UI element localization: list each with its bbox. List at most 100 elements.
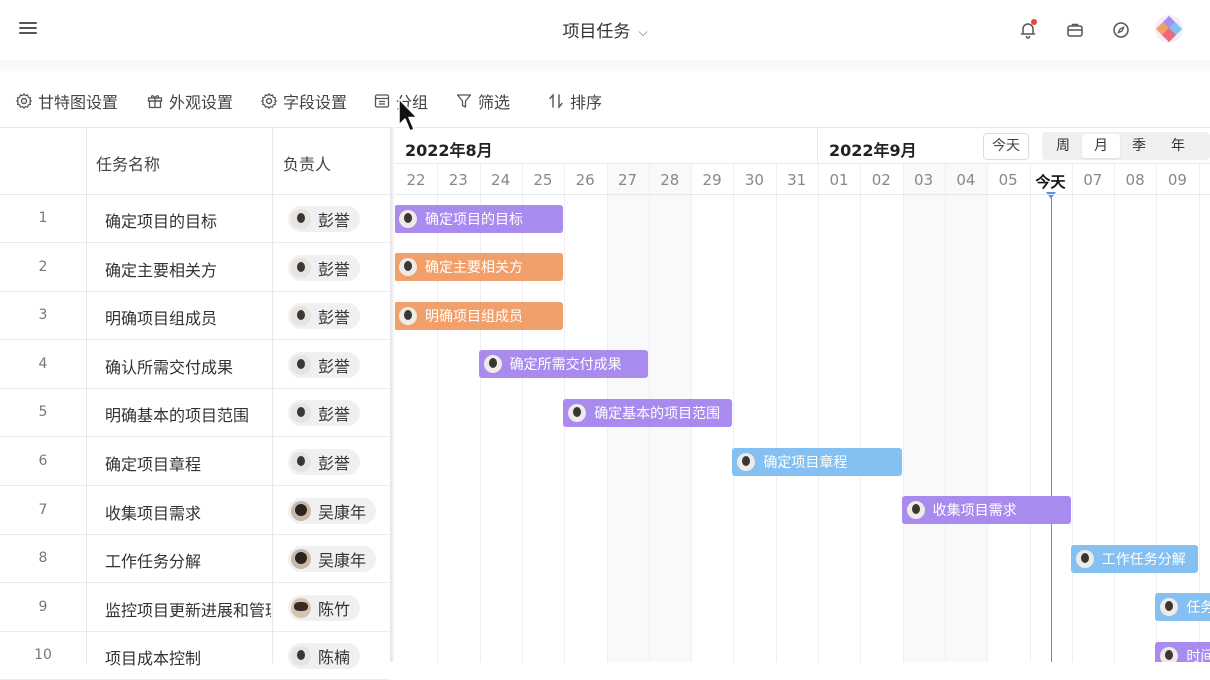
owner-tag[interactable]: 彭誉 xyxy=(288,351,361,378)
sort-button[interactable]: 排序 xyxy=(547,89,602,113)
owner-tag[interactable]: 彭誉 xyxy=(288,303,361,330)
day-gridline xyxy=(902,163,904,662)
briefcase-icon[interactable] xyxy=(1064,19,1086,41)
owner-tag[interactable]: 彭誉 xyxy=(288,254,361,281)
task-name[interactable]: 确定项目章程 xyxy=(105,455,202,474)
today-button[interactable]: 今天 xyxy=(983,133,1029,160)
task-name[interactable]: 明确基本的项目范围 xyxy=(105,406,250,426)
task-name[interactable]: 收集项目需求 xyxy=(105,503,202,523)
day-gridline xyxy=(1029,163,1031,662)
day-gridline xyxy=(818,163,819,662)
avatar xyxy=(291,646,311,667)
owner-header[interactable]: 负责人 xyxy=(272,128,390,195)
gantt-task-bar[interactable]: 确定主要相关方 xyxy=(395,253,564,282)
owner-name: 吴康年 xyxy=(318,551,367,571)
compass-icon[interactable] xyxy=(1110,19,1132,41)
avatar xyxy=(291,257,311,278)
row-number-header xyxy=(0,128,86,195)
gantt-task-bar[interactable]: 收集项目需求 xyxy=(901,496,1071,525)
weekend-column xyxy=(944,163,988,662)
day-label: 09 xyxy=(1167,171,1187,189)
appearance-settings-label: 外观设置 xyxy=(169,93,234,112)
gantt-bar-label: 收集项目需求 xyxy=(932,503,1017,520)
owner-name: 彭誉 xyxy=(318,308,351,328)
task-name-header[interactable]: 任务名称 xyxy=(86,128,272,195)
gantt-task-bar[interactable]: 确定基本的项目范围 xyxy=(563,398,733,427)
day-label: 30 xyxy=(744,171,764,189)
menu-icon[interactable] xyxy=(19,22,37,36)
day-label: 29 xyxy=(702,171,722,189)
owner-tag[interactable]: 彭誉 xyxy=(288,206,361,232)
avatar xyxy=(399,306,417,325)
task-name[interactable]: 项目成本控制 xyxy=(105,649,202,669)
gift-box-icon xyxy=(147,95,163,109)
gantt-task-bar[interactable]: 确定项目的目标 xyxy=(395,204,564,233)
gantt-task-bar[interactable]: 明确项目组成员 xyxy=(395,301,564,330)
gantt-task-bar[interactable]: 时间 xyxy=(1155,641,1210,662)
avatar xyxy=(291,403,311,424)
avatar xyxy=(291,597,311,618)
panel-splitter[interactable] xyxy=(390,127,395,662)
avatar xyxy=(291,549,311,570)
owner-name: 吴康年 xyxy=(318,502,367,522)
view-mode-year[interactable]: 年 xyxy=(1171,138,1185,154)
task-name[interactable]: 确定项目的目标 xyxy=(105,212,218,231)
row-number: 4 xyxy=(38,355,48,372)
view-mode-quarter[interactable]: 季 xyxy=(1132,138,1146,154)
bell-icon[interactable] xyxy=(1017,19,1039,41)
filter-button[interactable]: 筛选 xyxy=(455,89,510,113)
app-logo-icon[interactable] xyxy=(1155,15,1183,43)
appearance-settings-button[interactable]: 外观设置 xyxy=(146,89,233,113)
page-title[interactable]: 项目任务⌵ xyxy=(0,17,1210,42)
task-name[interactable]: 明确项目组成员 xyxy=(105,309,218,329)
row-number: 1 xyxy=(38,210,48,226)
avatar xyxy=(291,354,311,375)
view-mode-week[interactable]: 周 xyxy=(1056,138,1070,154)
task-name[interactable]: 监控项目更新进展和管理 xyxy=(105,600,271,620)
gantt-settings-button[interactable]: 甘特图设置 xyxy=(15,89,118,113)
gantt-task-bar[interactable]: 确定项目章程 xyxy=(732,447,902,476)
day-gridline xyxy=(1198,163,1200,662)
avatar xyxy=(399,209,417,228)
gantt-task-bar[interactable]: 工作任务分解 xyxy=(1070,544,1198,573)
avatar xyxy=(399,258,417,277)
view-mode-month[interactable]: 月 xyxy=(1082,134,1120,158)
task-name[interactable]: 确定主要相关方 xyxy=(105,260,218,280)
owner-tag[interactable]: 陈楠 xyxy=(288,643,361,670)
avatar xyxy=(737,452,756,471)
table-row[interactable]: 4 确认所需交付成果 彭誉 xyxy=(0,341,390,389)
table-row[interactable]: 1 确定项目的目标 彭誉 xyxy=(0,195,390,243)
avatar xyxy=(291,452,311,472)
gantt-task-bar[interactable]: 确定所需交付成果 xyxy=(478,350,648,379)
day-label: 31 xyxy=(787,171,807,189)
avatar xyxy=(291,500,311,521)
owner-tag[interactable]: 彭誉 xyxy=(288,449,361,475)
avatar xyxy=(906,501,925,520)
day-label: 22 xyxy=(406,171,426,189)
filter-label: 筛选 xyxy=(478,93,511,112)
avatar xyxy=(483,355,502,374)
field-settings-button[interactable]: 字段设置 xyxy=(260,89,347,113)
owner-tag[interactable]: 陈竹 xyxy=(288,594,361,621)
day-gridline xyxy=(944,163,946,662)
day-label: 26 xyxy=(575,171,595,189)
gantt-bar-label: 确定基本的项目范围 xyxy=(594,405,721,422)
day-label: 03 xyxy=(914,171,934,189)
gantt-task-bar[interactable]: 任务 xyxy=(1155,593,1210,622)
day-gridline xyxy=(775,163,777,662)
owner-tag[interactable]: 吴康年 xyxy=(288,546,377,573)
owner-tag[interactable]: 吴康年 xyxy=(288,497,377,524)
task-name[interactable]: 确认所需交付成果 xyxy=(105,357,234,377)
owner-tag[interactable]: 彭誉 xyxy=(288,400,361,427)
owner-header-label: 负责人 xyxy=(283,155,332,174)
task-name[interactable]: 工作任务分解 xyxy=(105,552,202,572)
